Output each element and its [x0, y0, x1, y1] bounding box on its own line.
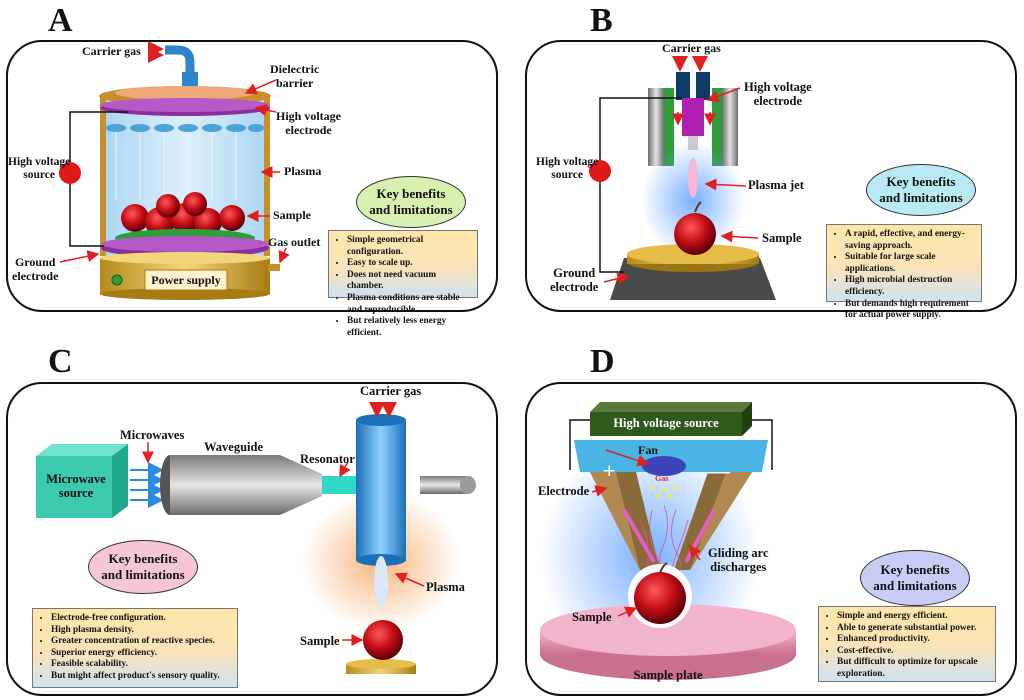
panel-d-gliding-arc-label: Gliding arc discharges: [708, 546, 769, 575]
benefit-item: Simple geometrical configuration.: [347, 235, 471, 258]
benefit-item: High plasma density.: [51, 625, 231, 637]
panel-b-benefits-oval: Key benefits and limitations: [866, 164, 976, 216]
panel-a-gas-outlet-label: Gas outlet: [268, 235, 321, 249]
benefit-item: High microbial destruction efficiency.: [845, 275, 975, 298]
panel-c-benefits-box: Electrode-free configuration. High plasm…: [32, 608, 238, 688]
panel-a-hv-source-label: High voltage source: [8, 156, 71, 182]
benefit-item: Feasible scalability.: [51, 659, 231, 671]
benefit-item: A rapid, effective, and energy-saving ap…: [845, 229, 975, 252]
panel-c-sample-label: Sample: [300, 634, 340, 648]
panel-d-hv-source-label: High voltage source: [613, 416, 719, 430]
panel-a-plasma-label: Plasma: [284, 164, 322, 178]
panel-a-benefits-oval: Key benefits and limitations: [356, 176, 466, 228]
panel-d-electrode-label: Electrode: [538, 484, 590, 498]
panel-b-carrier-gas-label: Carrier gas: [662, 41, 721, 55]
benefit-item: But difficult to optimize for upscale ex…: [837, 657, 989, 680]
panel-a-benefits-box: Simple geometrical configuration. Easy t…: [328, 230, 478, 338]
panel-c-device: [36, 402, 476, 674]
panel-c-waveguide-label: Waveguide: [204, 440, 264, 454]
panel-b-hv-source-label: High voltage source: [536, 156, 599, 182]
benefit-item: Able to generate substantial power.: [837, 623, 989, 635]
panel-d-plus-sign: +: [603, 458, 616, 483]
panel-letter-a: A: [48, 2, 73, 39]
panel-d-device: [540, 402, 796, 680]
benefit-item: But relatively less energy efficient.: [347, 316, 471, 339]
panel-a-sample-label: Sample: [273, 208, 312, 222]
panel-b-hv-electrode-label: High voltage electrode: [744, 80, 812, 109]
panel-b-ground-electrode-label: Ground electrode: [550, 266, 599, 295]
panel-c-benefits-oval: Key benefits and limitations: [88, 540, 198, 594]
benefit-item: Cost-effective.: [837, 646, 989, 658]
panel-c-microwave-source-label: Microwave source: [46, 472, 106, 501]
benefit-item: Suitable for large scale applications.: [845, 252, 975, 275]
panel-a-hv-electrode-label: High voltage electrode: [276, 109, 341, 137]
panel-a-dielectric-barrier-label: Dielectric barrier: [270, 62, 320, 90]
panel-d-sample-label: Sample: [572, 610, 612, 624]
benefit-item: Plasma conditions are stable and reprodu…: [347, 293, 471, 316]
panel-c-carrier-gas-label: Carrier gas: [360, 384, 422, 398]
panel-c-microwaves-label: Microwaves: [120, 428, 185, 442]
benefit-item: Enhanced productivity.: [837, 634, 989, 646]
panel-c-plasma-label: Plasma: [426, 580, 465, 594]
panel-a-device: [59, 41, 290, 300]
panel-b-plasma-jet-label: Plasma jet: [748, 178, 804, 192]
panel-c-resonator-label: Resonator: [300, 452, 355, 466]
panel-d-benefits-box: Simple and energy efficient. Able to gen…: [818, 606, 996, 682]
panel-letter-c: C: [48, 343, 73, 380]
panel-letter-b: B: [590, 2, 613, 39]
benefit-item: But demands high requirement for actual …: [845, 299, 975, 322]
panel-d-gas-label: Gas: [655, 474, 669, 483]
benefit-item: Easy to scale up.: [347, 258, 471, 270]
panel-b-sample-label: Sample: [762, 231, 802, 245]
benefit-item: Electrode-free configuration.: [51, 613, 231, 625]
benefit-item: Simple and energy efficient.: [837, 611, 989, 623]
panel-d-benefits-oval: Key benefits and limitations: [860, 550, 970, 606]
panel-b-benefits-box: A rapid, effective, and energy-saving ap…: [826, 224, 982, 320]
benefit-item: But might affect product's sensory quali…: [51, 671, 231, 683]
panel-b-device: [589, 56, 776, 300]
panel-d-sample-plate-label: Sample plate: [633, 668, 703, 682]
benefit-item: Greater concentration of reactive specie…: [51, 636, 231, 648]
panel-a-power-supply-label: Power supply: [151, 273, 221, 287]
panel-letter-d: D: [590, 343, 615, 380]
benefit-item: Does not need vacuum chamber.: [347, 270, 471, 293]
panel-d-minus-sign: —: [708, 458, 730, 483]
panel-d-fan-label: Fan: [638, 443, 659, 457]
panel-a-ground-electrode-label: Ground electrode: [12, 255, 59, 283]
panel-a-carrier-gas-label: Carrier gas: [82, 44, 141, 58]
benefit-item: Superior energy efficiency.: [51, 648, 231, 660]
